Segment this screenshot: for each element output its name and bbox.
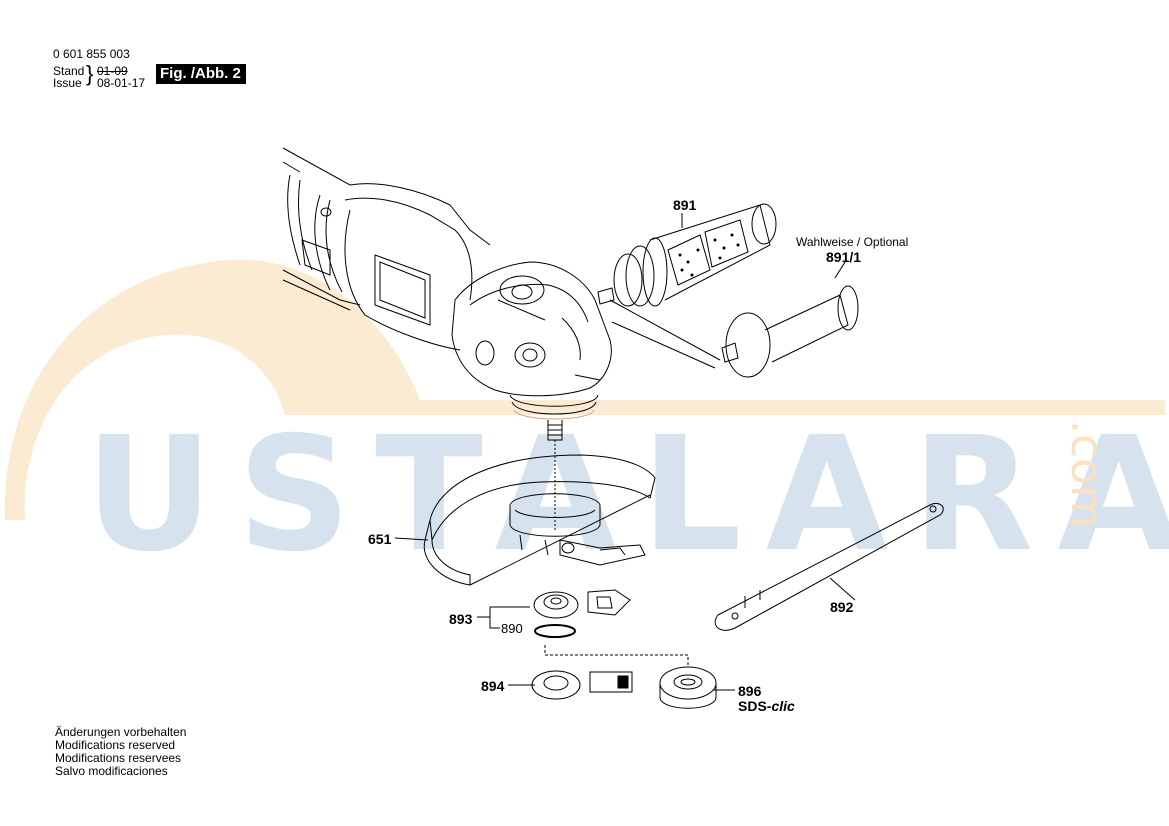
part-890-label: 890 bbox=[501, 621, 523, 636]
optional-label: Wahlweise / Optional bbox=[796, 235, 909, 249]
handle-891 bbox=[597, 203, 777, 307]
part-896-label: 896 bbox=[738, 683, 762, 699]
stand-value: 01-09 bbox=[97, 64, 128, 78]
part-891-1-label: 891/1 bbox=[826, 249, 862, 265]
leader-892 bbox=[829, 577, 856, 601]
part-891-label: 891 bbox=[673, 197, 697, 213]
sds-clic-label: SDS-clic bbox=[738, 698, 795, 714]
note-es: Salvo modificaciones bbox=[55, 764, 168, 778]
issue-value: 08-01-17 bbox=[97, 76, 146, 90]
spindle-flange bbox=[509, 394, 599, 530]
figure-label: Fig. /Abb. 2 bbox=[156, 64, 246, 84]
connection-handle bbox=[609, 299, 721, 361]
stand-label: Stand bbox=[53, 64, 85, 78]
grinder-body bbox=[282, 147, 612, 397]
watermark-text: USTALARA bbox=[85, 403, 1169, 587]
part-651-label: 651 bbox=[368, 531, 392, 547]
nut-896 bbox=[659, 666, 717, 709]
flange-894 bbox=[531, 670, 633, 700]
part-number: 0 601 855 003 bbox=[53, 47, 130, 61]
leader-893 bbox=[477, 606, 530, 629]
guard-651 bbox=[423, 454, 656, 586]
wrench-892 bbox=[714, 502, 944, 631]
part-894-label: 894 bbox=[481, 678, 505, 694]
note-de: Änderungen vorbehalten bbox=[55, 725, 187, 739]
part-892-label: 892 bbox=[830, 599, 854, 615]
sds-prefix: SDS- bbox=[738, 698, 772, 714]
leader-891-1 bbox=[834, 261, 846, 279]
note-fr: Modifications reservees bbox=[55, 751, 182, 765]
leader-651 bbox=[394, 537, 429, 541]
o-ring-890 bbox=[534, 624, 576, 638]
connection-dashed bbox=[544, 645, 689, 665]
note-en: Modifications reserved bbox=[55, 738, 176, 752]
flange-893 bbox=[533, 589, 631, 619]
connection-handle-2 bbox=[611, 321, 716, 369]
handle-891-1 bbox=[721, 285, 859, 378]
issue-label: Issue bbox=[53, 76, 82, 90]
brace-icon: } bbox=[86, 61, 94, 86]
sds-suffix: clic bbox=[771, 698, 795, 714]
part-893-label: 893 bbox=[449, 611, 473, 627]
